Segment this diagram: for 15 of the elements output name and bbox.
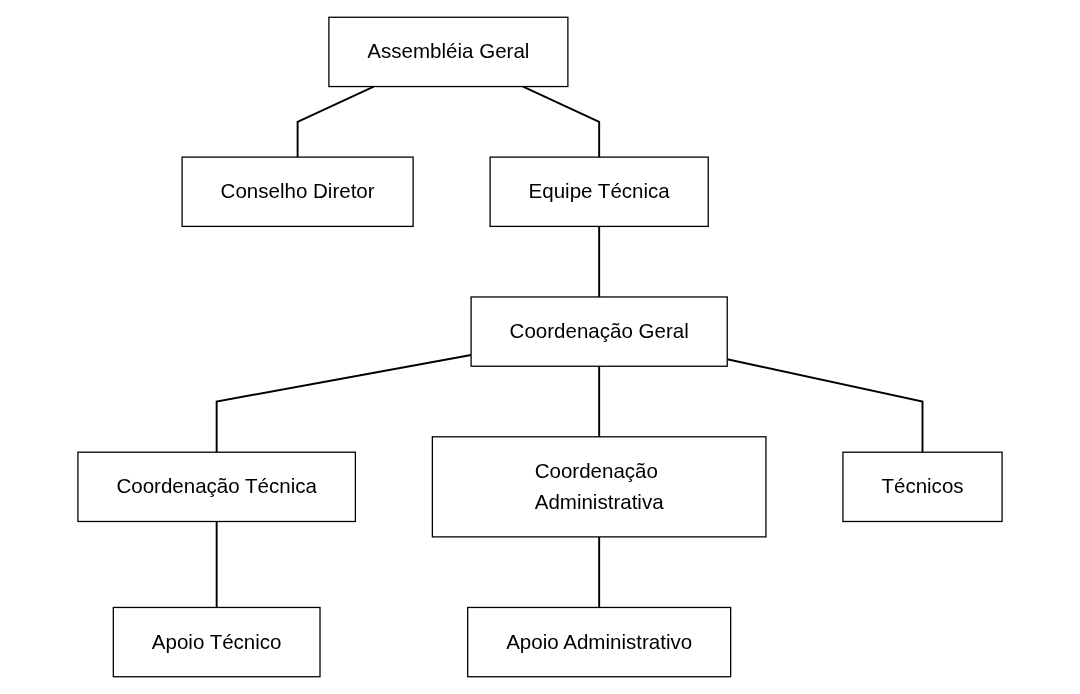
connector: [598, 535, 601, 609]
node-box: Apoio Técnico: [112, 606, 321, 678]
node-box: Assembléia Geral: [328, 16, 569, 88]
node-box: Coordenação Administrativa: [431, 436, 767, 538]
connector: [598, 225, 601, 298]
connector: [522, 85, 601, 159]
node-box: Coordenação Técnica: [77, 451, 357, 523]
connector: [598, 365, 601, 438]
connector: [215, 520, 218, 609]
node-box: Técnicos: [842, 451, 1003, 523]
node-box: Apoio Administrativo: [467, 606, 732, 678]
node-box: Coordenação Geral: [470, 296, 728, 367]
connector: [296, 85, 375, 159]
node-box: Equipe Técnica: [489, 156, 709, 228]
node-box: Conselho Diretor: [181, 156, 414, 228]
